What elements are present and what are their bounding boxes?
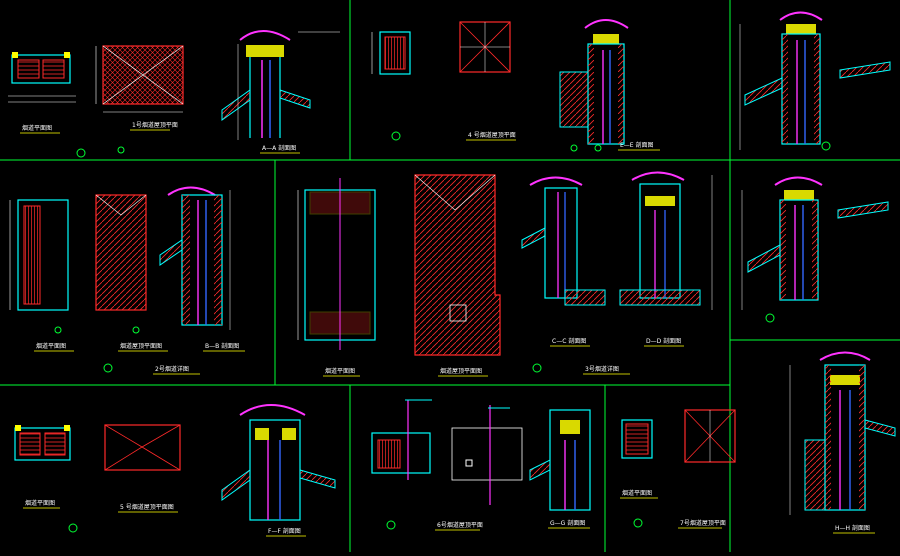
label-p1-roof: 1号烟道屋顶平面 [132, 121, 178, 129]
marker-p7 [68, 523, 78, 533]
label-p7-plan: 烟道平面图 [25, 499, 55, 507]
label-p9-section: H—H 剖面图 [835, 524, 870, 532]
label-p8-section: G—G 剖面图 [550, 519, 585, 527]
roof-plan-1 [95, 45, 184, 113]
label-p4-section: B—B 剖面图 [205, 342, 239, 350]
section-f-f [221, 404, 336, 521]
panel-7: 烟道平面图 5 号烟道屋顶平面图 F—F 剖面图 [14, 404, 336, 537]
panel-3 [739, 11, 891, 151]
marker-p3 [821, 141, 831, 151]
roof-plan-8 [451, 405, 523, 505]
section-g-g [529, 409, 591, 511]
label-p5-title: 3号烟道详图 [585, 365, 619, 373]
label-p4-roof: 烟道屋顶平面图 [120, 342, 162, 350]
label-p5-sec-c: C—C 剖面图 [552, 337, 586, 345]
flue-plan-1 [8, 52, 76, 103]
flue-plan-2 [371, 31, 411, 75]
marker-p1 [76, 148, 86, 158]
label-p5-plan: 烟道平面图 [325, 367, 355, 375]
roof-plan-2 [459, 21, 511, 73]
label-p2-section: E—E 剖面图 [620, 141, 654, 149]
panel-9: 烟道平面图 7号烟道屋顶平面 H—H 剖面图 [620, 351, 896, 534]
flue-plan-4 [9, 199, 69, 311]
label-p5-sec-d: D—D 剖面图 [646, 337, 681, 345]
label-p7-section: F—F 剖面图 [268, 527, 301, 535]
roof-plan-9 [684, 409, 736, 463]
flue-plan-7 [14, 425, 71, 461]
label-p1-plan: 烟道平面图 [22, 124, 52, 132]
panel-6 [741, 176, 889, 323]
section-d-d [619, 171, 713, 310]
panel-5: 烟道平面图 烟道屋顶平面图 C—C 剖面图 D—D 剖面图 3号烟道详图 [297, 171, 713, 377]
panel-8: 6号烟道屋顶平面 G—G 剖面图 [371, 399, 591, 531]
marker-p5 [532, 363, 542, 373]
label-p8-roof: 6号烟道屋顶平面 [437, 521, 483, 529]
section-h-h [789, 351, 896, 515]
label-p9-roof: 7号烟道屋顶平面 [680, 519, 726, 527]
marker-p6 [765, 313, 775, 323]
roof-plan-4 [95, 194, 147, 311]
panel-4: 烟道平面图 烟道屋顶平面图 B—B 剖面图 2号烟道详图 [9, 186, 245, 375]
label-p4-plan: 烟道平面图 [36, 342, 66, 350]
marker-p9 [633, 518, 643, 528]
panel-2: 4 号烟道屋顶平面 E—E 剖面图 [371, 19, 660, 152]
flue-plan-8 [371, 399, 432, 480]
section-c-c [521, 176, 606, 306]
panel-1: 烟道平面图 1号烟道屋顶平面 A—A 剖面图 [8, 30, 340, 158]
label-p4-title: 2号烟道详图 [155, 365, 189, 373]
roof-plan-7 [104, 424, 181, 471]
flue-plan-9 [621, 419, 653, 459]
section-a-a [221, 30, 340, 140]
marker-p8 [386, 520, 396, 530]
label-p7-roof: 5 号烟道屋顶平面图 [120, 503, 174, 511]
marker-p1-b [117, 146, 125, 154]
label-p1-section: A—A 剖面图 [262, 144, 296, 152]
marker-p4 [103, 363, 113, 373]
marker-p2 [391, 131, 401, 141]
section-e-e [559, 19, 629, 152]
roof-plan-5 [414, 174, 501, 356]
label-p9-plan: 烟道平面图 [622, 489, 652, 497]
section-b-b [159, 186, 231, 330]
flue-plan-5 [297, 178, 376, 350]
label-p2-roof: 4 号烟道屋顶平面 [468, 131, 516, 139]
label-p5-roof: 烟道屋顶平面图 [440, 367, 482, 375]
